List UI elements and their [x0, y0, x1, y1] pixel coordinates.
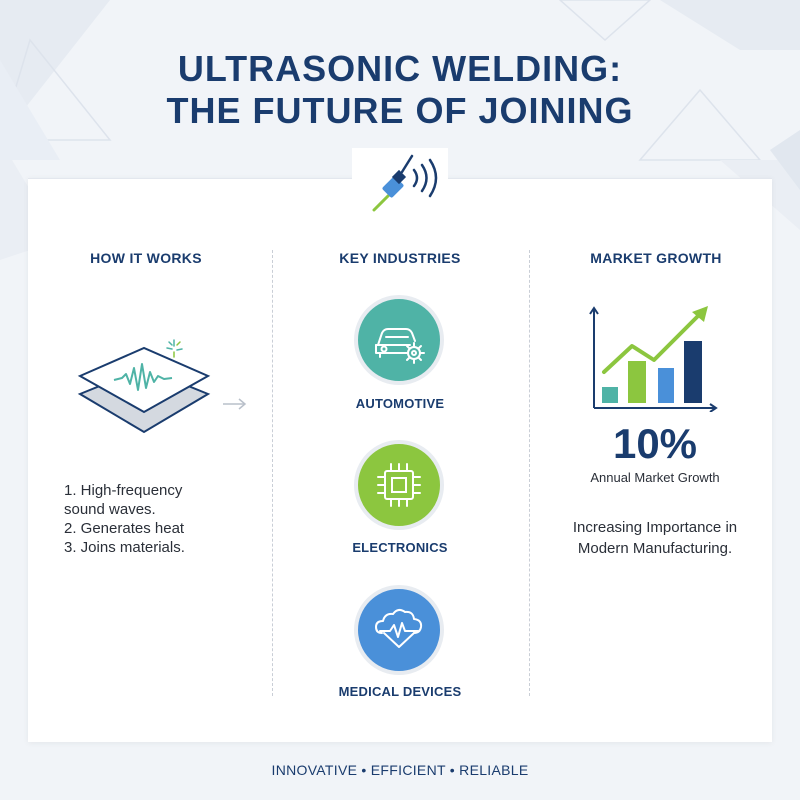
key-industries-heading: KEY INDUSTRIES — [339, 250, 461, 266]
importance-text: Increasing Importance in Modern Manufact… — [548, 517, 762, 559]
page-title: ULTRASONIC WELDING: THE FUTURE OF JOININ… — [0, 48, 800, 132]
title-line-2: THE FUTURE OF JOINING — [166, 90, 634, 131]
vibrating-layers-icon — [74, 334, 214, 438]
market-growth-value: 10% — [612, 420, 698, 467]
bar-chart-arrow-icon — [588, 304, 720, 412]
title-line-1: ULTRASONIC WELDING: — [177, 48, 623, 89]
step-text: 2. Generates heat — [64, 520, 185, 537]
industry-label-medical: MEDICAL DEVICES — [338, 684, 462, 699]
step-text: 3. Joins materials. — [64, 539, 185, 556]
how-it-works-steps: 1. High-frequency sound waves. 2. Genera… — [64, 481, 254, 557]
microchip-icon — [377, 463, 421, 507]
market-growth-heading: MARKET GROWTH — [590, 250, 722, 266]
ultrasonic-welder-icon — [352, 148, 448, 218]
electronics-badge — [354, 440, 444, 530]
industry-label-electronics: ELECTRONICS — [352, 540, 448, 555]
column-divider-right — [529, 250, 530, 696]
industry-label-automotive: AUTOMOTIVE — [355, 396, 445, 411]
importance-line-1: Increasing Importance in — [572, 519, 738, 536]
column-divider-left — [272, 250, 273, 696]
how-it-works-heading: HOW IT WORKS — [90, 250, 202, 266]
step-text: sound waves. — [64, 501, 156, 518]
importance-line-2: Modern Manufacturing. — [577, 540, 733, 557]
car-gear-icon — [375, 328, 425, 364]
step-text: 1. High-frequency — [64, 482, 183, 499]
automotive-badge — [354, 295, 444, 385]
heart-cloud-pulse-icon — [375, 608, 423, 648]
medical-badge — [354, 585, 444, 675]
market-growth-label: Annual Market Growth — [590, 470, 720, 485]
arrow-right-icon — [222, 396, 248, 412]
footer-tagline: INNOVATIVE • EFFICIENT • RELIABLE — [271, 762, 529, 778]
